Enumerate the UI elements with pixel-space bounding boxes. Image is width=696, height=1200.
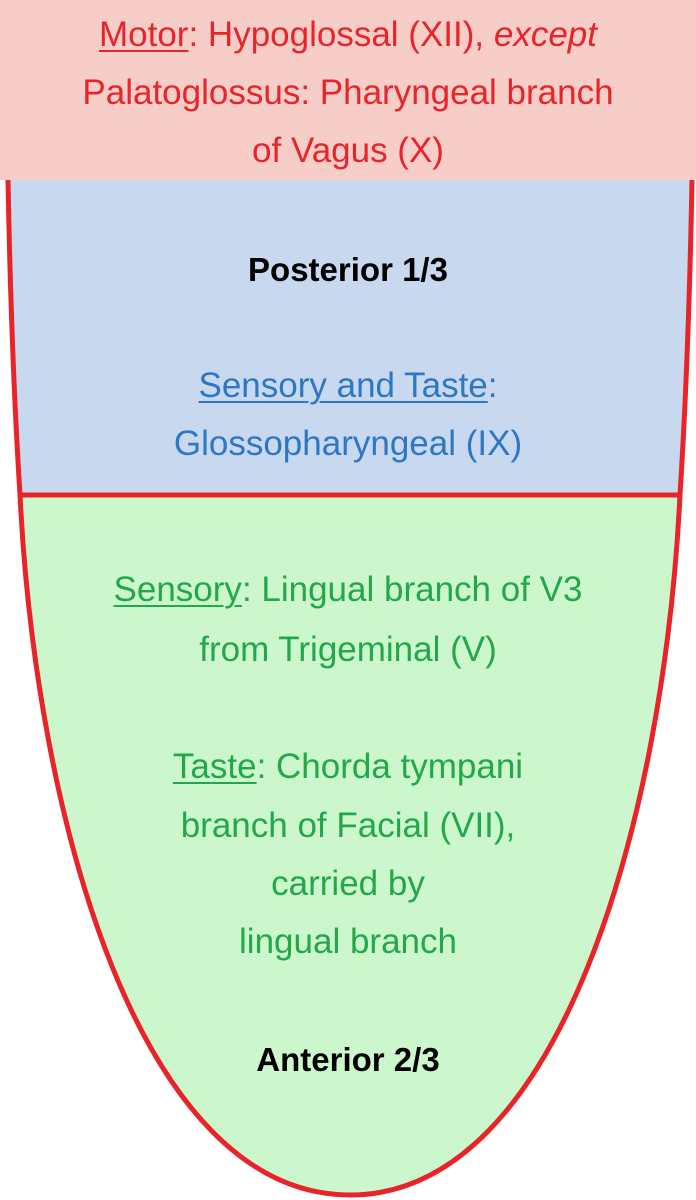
- anterior-taste-line-4: lingual branch: [239, 922, 457, 961]
- posterior-third-region: [8, 180, 692, 495]
- motor-label: Motor: [99, 15, 189, 54]
- sensory-taste-label: Sensory and Taste: [198, 366, 488, 405]
- posterior-sensory-taste-line: Sensory and Taste:: [0, 357, 696, 415]
- motor-band: [0, 0, 696, 180]
- taste-nerve: : Chorda tympani: [256, 747, 524, 786]
- tongue-outline: [5, 179, 695, 1198]
- posterior-title: Posterior 1/3: [248, 251, 448, 288]
- motor-line-2: Palatoglossus: Pharyngeal branch: [82, 73, 614, 112]
- anterior-sensory-line-2: from Trigeminal (V): [199, 630, 497, 669]
- motor-nerve: : Hypoglossal (XII),: [188, 15, 494, 54]
- anterior-taste-line-3: carried by: [271, 864, 425, 903]
- anterior-two-thirds-region: [20, 495, 680, 1195]
- posterior-nerve: Glossopharyngeal (IX): [173, 424, 523, 463]
- sensory-label: Sensory: [113, 570, 242, 609]
- motor-line-3: of Vagus (X): [252, 131, 444, 170]
- taste-label: Taste: [172, 747, 257, 786]
- sensory-nerve: : Lingual branch of V3: [241, 570, 583, 609]
- except-text: except: [493, 15, 597, 54]
- anterior-sensory-line-1: Sensory: Lingual branch of V3: [0, 561, 696, 619]
- anterior-taste-line-2: branch of Facial (VII),: [180, 806, 516, 845]
- anterior-title: Anterior 2/3: [256, 1041, 440, 1078]
- anterior-taste-line-1: Taste: Chorda tympani: [0, 738, 696, 796]
- motor-line-1: Motor: Hypoglossal (XII), except: [0, 6, 696, 64]
- sensory-taste-colon: :: [487, 366, 498, 405]
